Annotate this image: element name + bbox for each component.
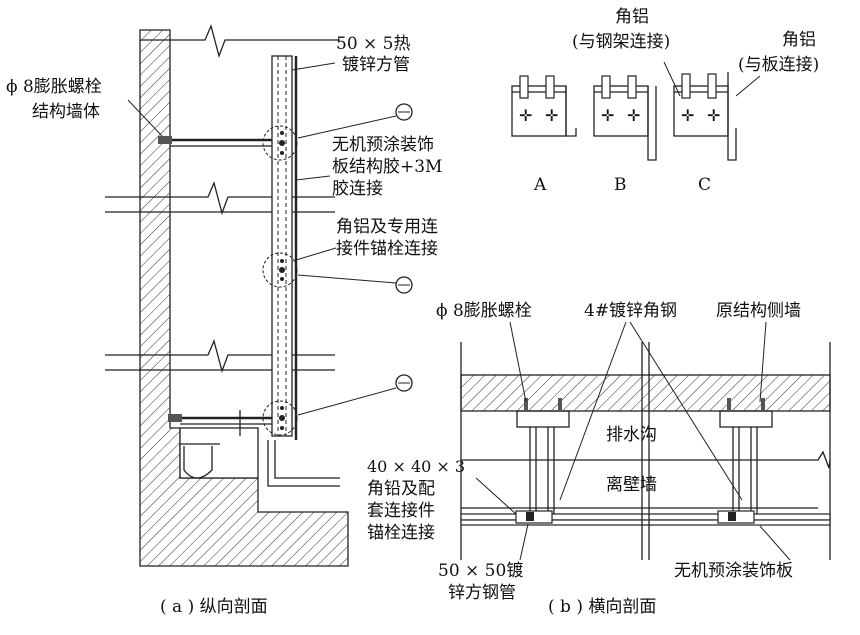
tube-label-line-1: 50 × 5热 — [336, 34, 411, 54]
section-marker-3 — [297, 374, 413, 416]
offwall-label: 离壁墙 — [606, 475, 657, 495]
glue-label-line-3: 胶连接 — [332, 179, 383, 199]
pipe-label-line-1: 50 × 50镀 — [438, 561, 523, 581]
drain-label: 排水沟 — [606, 425, 657, 445]
detail-a: ✛ ✛ — [511, 75, 577, 137]
angle-board-label-2: (与板连接) — [738, 55, 819, 75]
svg-text:✛: ✛ — [545, 106, 558, 125]
angle-steel-label-1: 角铝 — [615, 7, 649, 27]
vertical-steel-tube — [271, 55, 298, 440]
middle-connector — [262, 252, 298, 288]
angle-steel-label-2: (与钢架连接) — [572, 32, 670, 52]
tube-label-line-2: 镀锌方管 — [342, 55, 410, 75]
angle-conn-line-3: 套连接件 — [367, 501, 435, 521]
angle-label-line-2: 接件锚栓连接 — [336, 239, 438, 259]
center-post — [641, 342, 650, 560]
angle-board-label-1: 角铝 — [782, 30, 816, 50]
letter-b: B — [614, 175, 627, 195]
side-wall-hatch — [460, 374, 831, 412]
glue-label-line-2: 板结构胶+3M — [332, 157, 442, 177]
galvanized-angle-label: 4#镀锌角钢 — [584, 301, 677, 321]
glue-label-line-1: 无机预涂装饰 — [332, 135, 434, 155]
caption-b: ( b ) 横向剖面 — [548, 597, 656, 617]
board-label: 无机预涂装饰板 — [674, 561, 793, 581]
angle-conn-line-4: 锚栓连接 — [367, 523, 435, 543]
lower-bracket — [168, 400, 340, 487]
angle-conn-line-2: 角铅及配 — [367, 479, 435, 499]
wall-label: 结构墙体 — [32, 102, 100, 122]
structural-wall-hatch — [139, 29, 349, 567]
section-marker-1 — [297, 103, 413, 139]
detail-abc: ✛ ✛ ✛ ✛ ✛ ✛ 角铝 (与钢架连接) 角铝 (与板连接) — [511, 7, 819, 195]
bolt-label-b: ϕ 8膨胀螺栓 — [436, 301, 532, 321]
caption-a: ( a ) 纵向剖面 — [160, 597, 268, 617]
svg-text:✛: ✛ — [627, 106, 640, 125]
pipe-label-line-2: 锌方钢管 — [448, 583, 516, 603]
panel-a-longitudinal-section: 50 × 5热 镀锌方管 ϕ 8膨胀螺栓 结构墙体 无机预涂装饰 板结构胶+3M… — [6, 24, 442, 617]
side-wall-label: 原结构侧墙 — [716, 301, 801, 321]
letter-a: A — [533, 175, 547, 195]
letter-c: C — [698, 175, 711, 195]
section-marker-2 — [297, 274, 413, 294]
right-post — [717, 398, 773, 524]
detail-c: ✛ ✛ — [663, 61, 761, 161]
svg-text:✛: ✛ — [601, 106, 614, 125]
svg-text:✛: ✛ — [681, 106, 694, 125]
upper-bracket — [158, 125, 298, 161]
angle-label-line-1: 角铝及专用连 — [336, 217, 438, 237]
svg-text:✛: ✛ — [519, 106, 532, 125]
left-post — [515, 398, 570, 524]
bolt-label-a: ϕ 8膨胀螺栓 — [6, 77, 102, 97]
panel-b-transverse-section: ϕ 8膨胀螺栓 4#镀锌角钢 原结构侧墙 排水沟 离壁墙 40 × 40 × 3… — [367, 301, 831, 617]
svg-text:✛: ✛ — [707, 106, 720, 125]
angle-conn-line-1: 40 × 40 × 3 — [367, 457, 465, 476]
drain-gutter-a — [180, 443, 220, 479]
detail-b: ✛ ✛ — [593, 75, 657, 161]
